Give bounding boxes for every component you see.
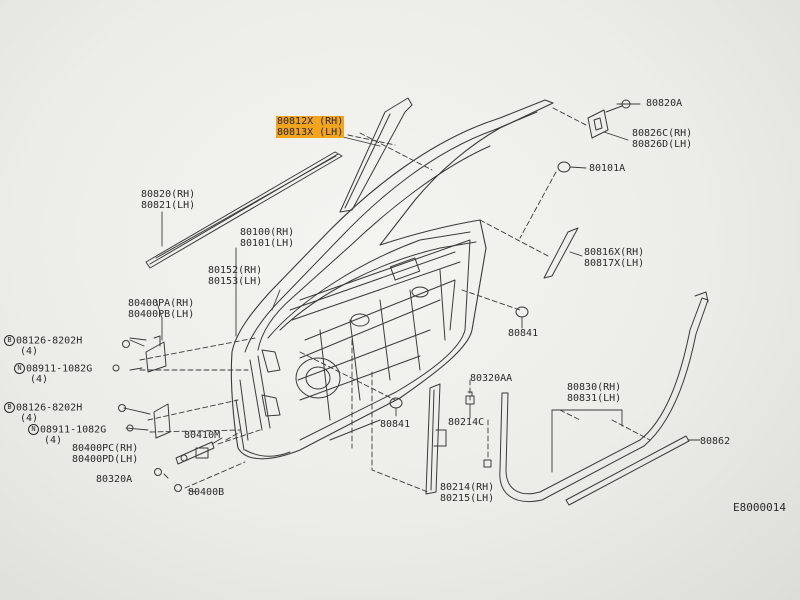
- label-bolt-upper-code: 08126-8202H: [16, 335, 83, 347]
- label-80813x-lh: 80813X (LH): [276, 127, 345, 138]
- label-bolt-lower-code: 08126-8202H: [16, 402, 83, 414]
- door-weatherstrip: [499, 291, 709, 502]
- lower-bolts: [154, 468, 182, 492]
- label-80826c-rh: 80826C(RH): [632, 128, 693, 139]
- label-80400pc-rh: 80400PC(RH): [72, 443, 139, 454]
- label-80214-rh: 80214(RH): [440, 482, 495, 493]
- window-sash-moulding: [339, 97, 413, 213]
- label-bolt-lower-qty: (4): [20, 413, 39, 424]
- leader-lines: [139, 107, 651, 493]
- label-80820a: 80820A: [646, 98, 683, 109]
- solid-leaders: [123, 103, 701, 493]
- label-80320aa: 80320AA: [470, 373, 513, 384]
- label-nut-upper-qty: (4): [30, 374, 49, 385]
- label-80816x-rh: 80816X(RH): [584, 247, 645, 258]
- label-80400b: 80400B: [188, 487, 225, 498]
- label-80841-mid: 80841: [380, 419, 411, 430]
- label-80400pb-lh: 80400PB(LH): [128, 309, 195, 320]
- fasteners-right: [465, 391, 492, 468]
- glass-run-channel: [425, 383, 447, 495]
- label-80400pa-rh: 80400PA(RH): [128, 298, 195, 309]
- grommet-80841-right: [515, 306, 529, 318]
- drip-moulding: [565, 435, 690, 506]
- lower-hinge: [118, 403, 171, 439]
- door-mirror-bracket: [587, 99, 631, 139]
- label-80410m: 80410M: [184, 430, 221, 441]
- label-80153-lh: 80153(LH): [208, 276, 263, 287]
- label-80101a: 80101A: [589, 163, 626, 174]
- corner-seal: [543, 227, 579, 279]
- diagram-reference-code: E8000014: [733, 501, 786, 514]
- label-80821-lh: 80821(LH): [141, 200, 196, 211]
- label-bolt-upper-qty: (4): [20, 346, 39, 357]
- label-80862: 80862: [700, 436, 731, 447]
- label-nut-lower-qty: (4): [44, 435, 63, 446]
- label-80817x-lh: 80817X(LH): [584, 258, 645, 269]
- label-80831-lh: 80831(LH): [567, 393, 622, 404]
- label-80101-lh: 80101(LH): [240, 238, 295, 249]
- label-80841-right: 80841: [508, 328, 539, 339]
- label-nut-lower-code: 08911-1082G: [40, 424, 107, 436]
- nut-symbol-icon: N: [28, 424, 39, 435]
- label-80215-lh: 80215(LH): [440, 493, 495, 504]
- door-frame: [230, 99, 554, 460]
- callout-80812x: 80812X (RH): [276, 116, 345, 127]
- label-80820-rh: 80820(RH): [141, 189, 196, 200]
- callout-80813x: 80813X (LH): [276, 127, 345, 138]
- label-80812x-rh: 80812X (RH): [276, 116, 345, 127]
- clip-80101a: [557, 161, 571, 173]
- label-nut-upper-code: 08911-1082G: [26, 363, 93, 375]
- label-80400pd-lh: 80400PD(LH): [72, 454, 139, 465]
- door-check-link: [175, 437, 223, 465]
- label-80214c: 80214C: [448, 417, 485, 428]
- label-80152-rh: 80152(RH): [208, 265, 263, 276]
- label-80100-rh: 80100(RH): [240, 227, 295, 238]
- bolt-symbol-icon: B: [4, 402, 15, 413]
- upper-hinge: [112, 335, 167, 373]
- label-80320a: 80320A: [96, 474, 133, 485]
- bolt-symbol-icon: B: [4, 335, 15, 346]
- nut-symbol-icon: N: [14, 363, 25, 374]
- label-80826d-lh: 80826D(LH): [632, 139, 693, 150]
- label-80830-rh: 80830(RH): [567, 382, 622, 393]
- outside-moulding: [145, 151, 343, 269]
